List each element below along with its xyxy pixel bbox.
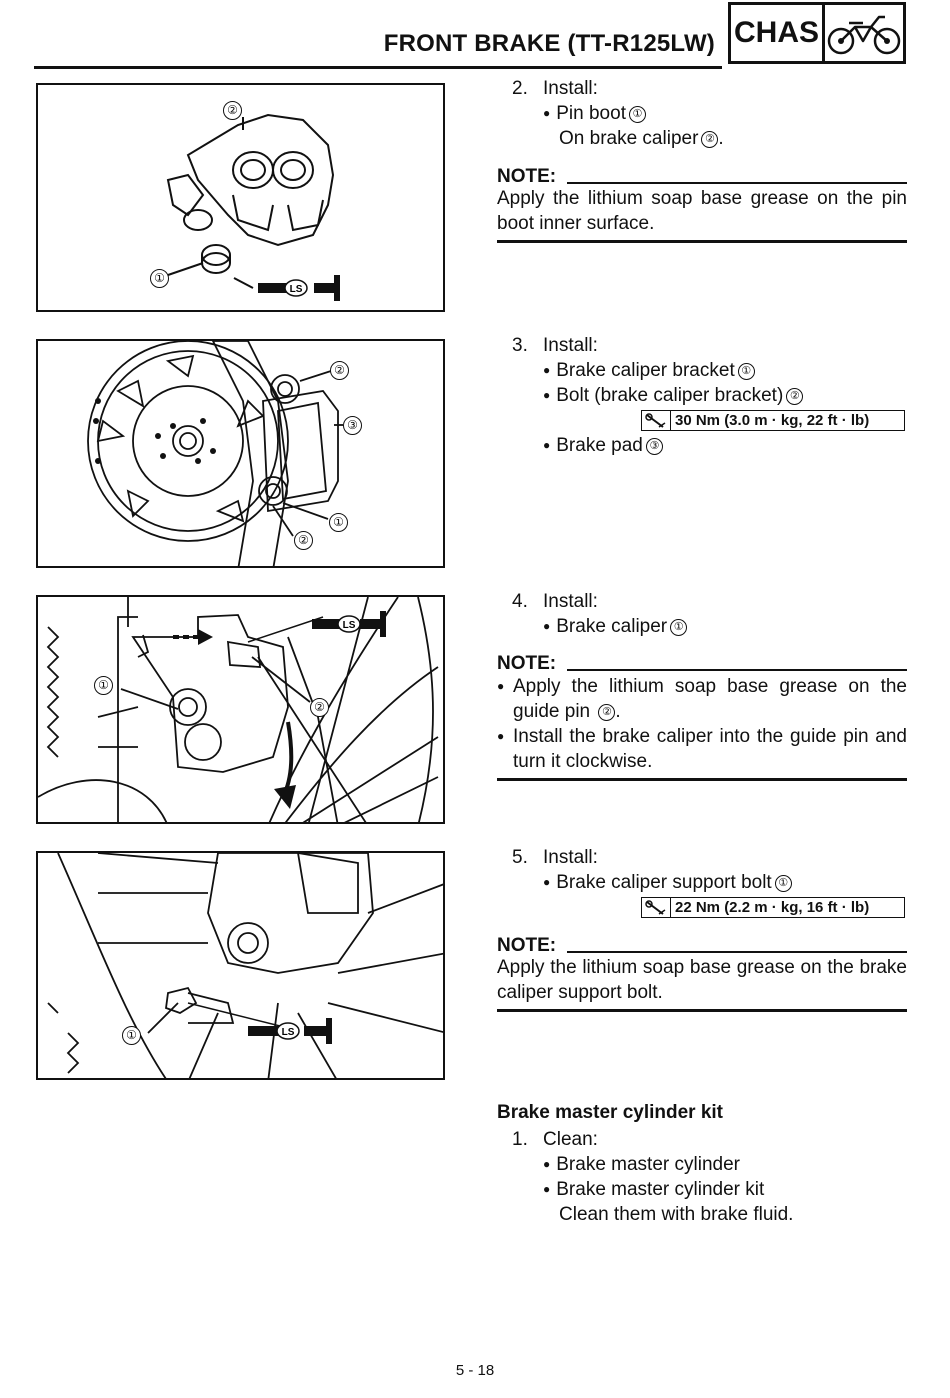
torque-spec: 22 Nm (2.2 m · kg, 16 ft · lb) — [641, 897, 905, 918]
note-bullet-1: ●Apply the lithium soap base grease on t… — [497, 676, 907, 722]
torque-wrench-icon — [642, 898, 671, 917]
torque-value: 30 Nm (3.0 m · kg, 22 ft · lb) — [675, 412, 870, 429]
callout-2: ② — [310, 698, 329, 717]
note-label: NOTE: — [497, 935, 557, 956]
note-bullet-2: ●Install the brake caliper into the guid… — [497, 726, 907, 772]
figure-support-bolt: LS ① — [36, 851, 445, 1080]
lube-mark: LS — [282, 1027, 295, 1038]
torque-wrench-icon — [642, 411, 671, 430]
callout-1: ① — [150, 269, 169, 288]
section-heading: Brake master cylinder kit — [497, 1102, 724, 1123]
kit-continuation: Clean them with brake fluid. — [559, 1204, 794, 1225]
step-3-bullet-2: Bolt (brake caliper bracket)② — [543, 383, 804, 410]
step-4-number: 4. — [512, 591, 528, 612]
callout-2: ② — [223, 101, 242, 120]
step-5-number: 5. — [512, 847, 528, 868]
note-end-rule — [497, 240, 907, 243]
note-rule — [567, 951, 907, 953]
lube-mark: LS — [343, 620, 356, 631]
callout-2: ② — [330, 361, 349, 380]
section-badge: CHAS — [728, 2, 906, 64]
kit-bullet-1: Brake master cylinder — [543, 1152, 740, 1179]
section-badge-label: CHAS — [731, 5, 825, 61]
page-number: 5 - 18 — [455, 1362, 495, 1379]
torque-spec: 30 Nm (3.0 m · kg, 22 ft · lb) — [641, 410, 905, 431]
callout-2: ② — [294, 531, 313, 550]
note-rule — [567, 182, 907, 184]
figure-pin-boot: LS ② ① — [36, 83, 445, 312]
kit-step-action: Clean: — [543, 1129, 598, 1150]
kit-bullet-2: Brake master cylinder kit — [543, 1177, 764, 1204]
kit-step-number: 1. — [512, 1129, 528, 1150]
note-end-rule — [497, 1009, 907, 1012]
callout-1: ① — [122, 1026, 141, 1045]
lube-mark: LS — [290, 284, 303, 295]
note-label: NOTE: — [497, 653, 557, 674]
note-body: Apply the lithium soap base grease on th… — [497, 188, 907, 234]
callout-3: ③ — [343, 416, 362, 435]
note-label: NOTE: — [497, 166, 557, 187]
step-4-action: Install: — [543, 591, 598, 612]
step-3-action: Install: — [543, 335, 598, 356]
step-5-action: Install: — [543, 847, 598, 868]
figure-caliper-bracket: ② ③ ① ② — [36, 339, 445, 568]
torque-value: 22 Nm (2.2 m · kg, 16 ft · lb) — [675, 899, 870, 916]
header-rule — [34, 66, 722, 69]
step-3-number: 3. — [512, 335, 528, 356]
step-2-number: 2. — [512, 78, 528, 99]
page-title: FRONT BRAKE (TT-R125LW) — [383, 30, 715, 57]
step-2-action: Install: — [543, 78, 598, 99]
callout-1: ① — [94, 676, 113, 695]
motorcycle-icon — [825, 5, 903, 61]
note-rule — [567, 669, 907, 671]
figure-brake-caliper: LS ① ② — [36, 595, 445, 824]
note-body: Apply the lithium soap base grease on th… — [497, 957, 907, 1003]
note-end-rule — [497, 778, 907, 781]
callout-1: ① — [329, 513, 348, 532]
